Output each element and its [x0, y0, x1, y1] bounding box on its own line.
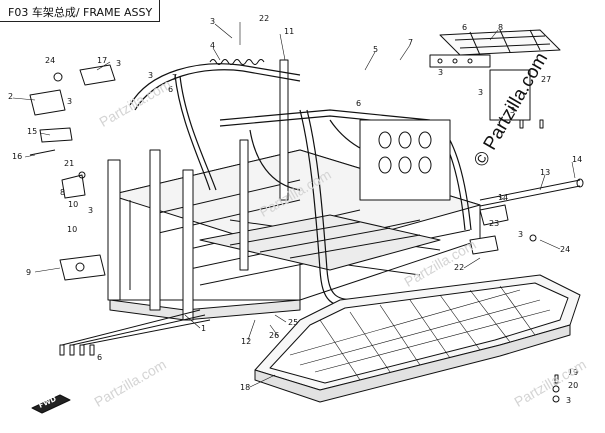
callout-3-g: 3 — [478, 88, 483, 97]
callout-6-right: 6 — [462, 23, 467, 32]
callout-3-i: 3 — [518, 230, 523, 239]
callout-7-right: 7 — [408, 38, 413, 47]
callout-15: 15 — [27, 127, 37, 136]
callout-3-e: 3 — [88, 206, 93, 215]
right-bolts — [519, 119, 560, 403]
callout-7-left: 7 — [172, 73, 177, 82]
callout-13: 13 — [540, 168, 550, 177]
callout-9: 9 — [26, 268, 31, 277]
callout-11: 11 — [284, 27, 294, 36]
callout-10-a: 10 — [68, 200, 78, 209]
callout-12: 12 — [241, 337, 251, 346]
page-title: F03 车架总成/ FRAME ASSY — [8, 6, 153, 19]
callout-1: 1 — [201, 324, 206, 333]
callout-6-mid: 6 — [356, 99, 361, 108]
skid-plate — [254, 274, 581, 403]
left-brackets — [29, 64, 116, 281]
callout-20: 20 — [568, 381, 578, 390]
callout-3-d: 3 — [67, 97, 72, 106]
callout-19: 19 — [568, 368, 578, 377]
callout-3-c: 3 — [148, 71, 153, 80]
callout-6-left: 6 — [168, 85, 173, 94]
forward-badge — [31, 394, 71, 414]
rear-carrier — [359, 29, 561, 201]
callout-2: 2 — [8, 92, 13, 101]
callout-26: 26 — [269, 331, 279, 340]
callout-4: 4 — [210, 41, 215, 50]
callout-6-bottom: 6 — [97, 353, 102, 362]
right-rod — [469, 178, 584, 255]
callout-3-h: 3 — [510, 106, 515, 115]
callout-25: 25 — [288, 318, 298, 327]
callout-8-right: 8 — [498, 23, 503, 32]
title-tab: F03 车架总成/ FRAME ASSY — [0, 0, 160, 22]
callout-10-b: 10 — [67, 225, 77, 234]
callout-5: 5 — [373, 45, 378, 54]
callout-3-bottom: 3 — [566, 396, 571, 405]
callout-labels: 22 3 11 4 24 3 17 3 7 6 2 3 15 16 21 8 1… — [8, 14, 582, 405]
callout-24-right: 24 — [560, 245, 570, 254]
callout-14-top: 14 — [572, 155, 582, 164]
callout-27: 27 — [541, 75, 551, 84]
callout-3-f: 3 — [438, 68, 443, 77]
callout-22-bottom: 22 — [454, 263, 464, 272]
callout-17: 17 — [97, 56, 107, 65]
callout-leaders — [12, 22, 576, 388]
callout-24-left: 24 — [45, 56, 55, 65]
callout-14-b: 14 — [498, 193, 508, 202]
callout-16: 16 — [12, 152, 22, 161]
callout-22-top: 22 — [259, 14, 269, 23]
callout-21: 21 — [64, 159, 74, 168]
callout-8-left: 8 — [60, 188, 65, 197]
callout-23: 23 — [489, 219, 499, 228]
spring-part — [209, 59, 265, 65]
callout-18: 18 — [240, 383, 250, 392]
callout-3-top: 3 — [210, 17, 215, 26]
bolt-set — [59, 309, 211, 356]
callout-3-b: 3 — [116, 59, 121, 68]
